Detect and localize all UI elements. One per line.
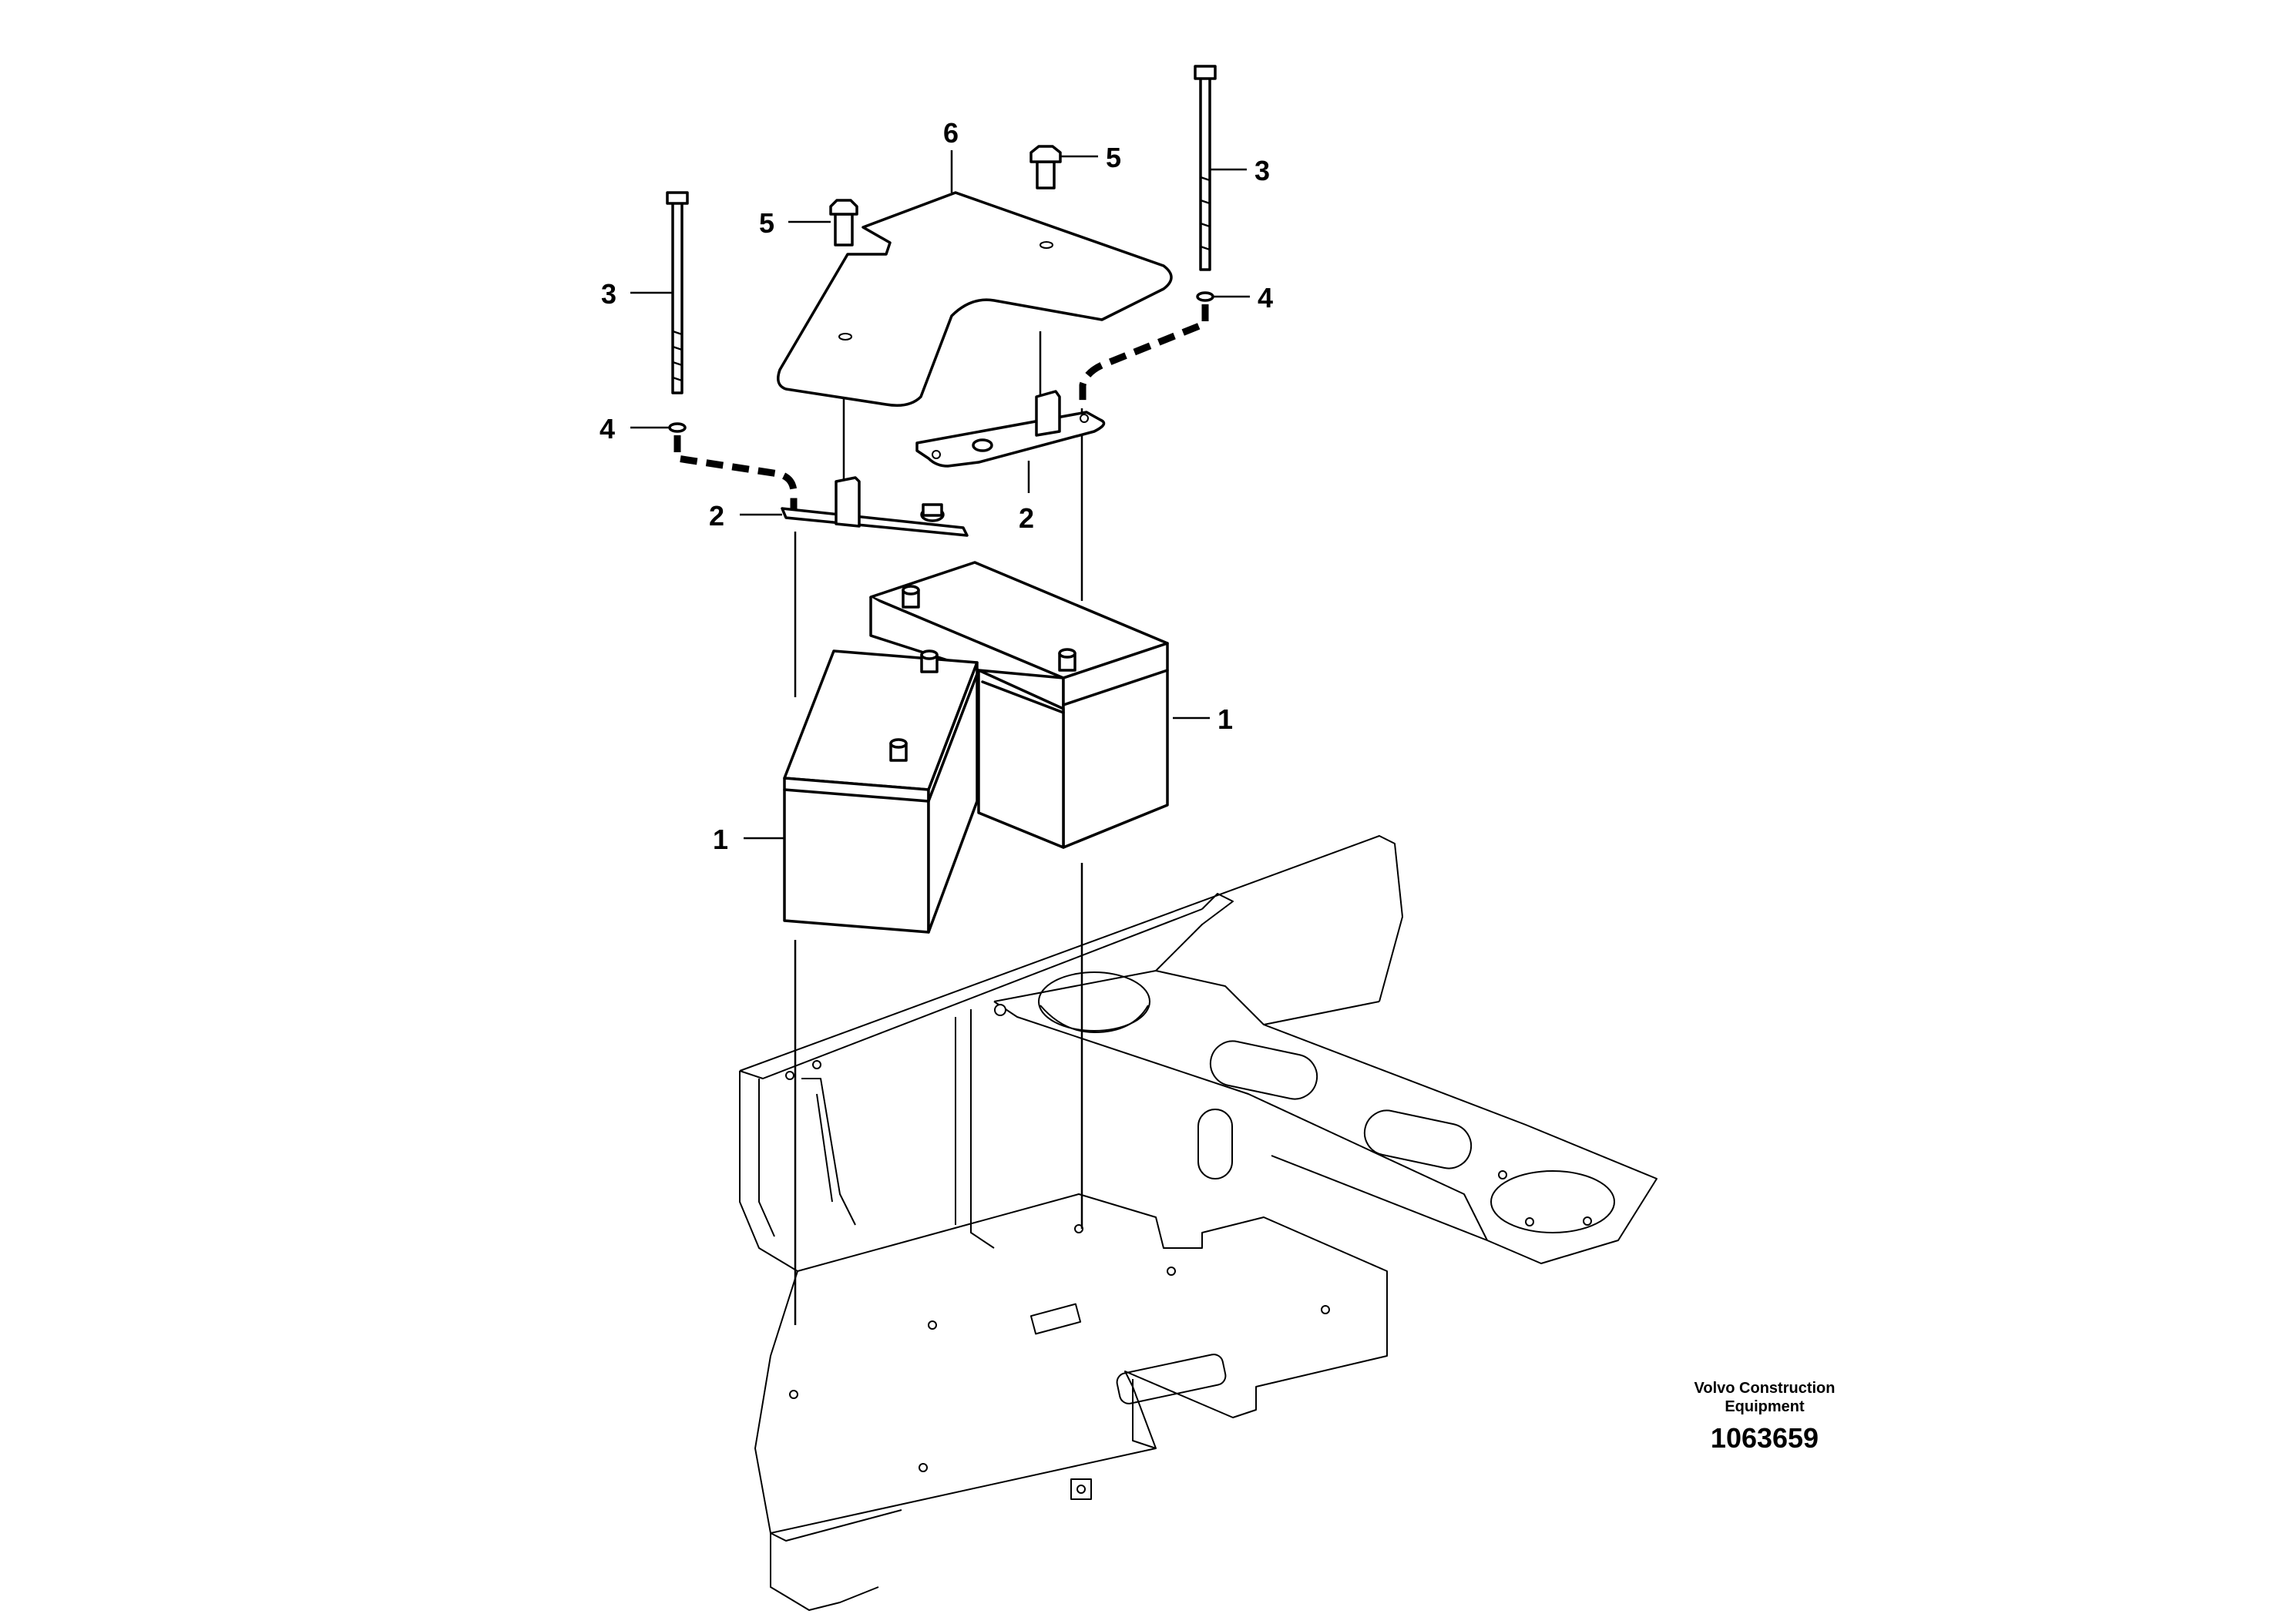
battery-left xyxy=(783,649,979,934)
callout-clamp-right: 2 xyxy=(1019,502,1034,534)
machine-frame xyxy=(739,835,1658,1611)
hook-right xyxy=(1079,304,1209,408)
callout-washer-right: 4 xyxy=(1258,282,1273,314)
callout-battery-left: 1 xyxy=(713,824,728,855)
clamp-bar-left xyxy=(781,476,969,537)
brand-line-1: Volvo Construction xyxy=(1694,1380,1836,1397)
hook-left xyxy=(673,435,798,516)
callout-rod-right: 3 xyxy=(1254,155,1270,186)
callout-labels: 1 1 2 2 3 3 4 4 5 5 6 xyxy=(600,117,1273,855)
brand-line-2: Equipment xyxy=(1725,1398,1805,1415)
callout-battery-right: 1 xyxy=(1218,703,1233,735)
leader-lines xyxy=(630,150,1250,840)
clamp-bar-right xyxy=(915,390,1106,468)
washer-right-icon xyxy=(1196,291,1214,302)
callout-screw-right: 5 xyxy=(1106,142,1121,173)
washer-left-icon xyxy=(668,422,687,433)
rod-left-icon xyxy=(666,191,689,394)
callout-rod-left: 3 xyxy=(601,278,616,310)
screw-left-icon xyxy=(829,199,858,247)
callout-clamp-left: 2 xyxy=(709,500,724,532)
callout-cover: 6 xyxy=(943,117,959,149)
battery-right xyxy=(869,561,1169,849)
callout-washer-left: 4 xyxy=(600,413,615,445)
drawing-number: 1063659 xyxy=(1710,1422,1819,1454)
screw-right-icon xyxy=(1029,145,1062,190)
callout-screw-left: 5 xyxy=(759,207,774,239)
rod-right-icon xyxy=(1194,65,1217,271)
cover-plate xyxy=(777,191,1173,407)
drawing-caption: Volvo Construction Equipment 1063659 xyxy=(1664,1379,1865,1455)
